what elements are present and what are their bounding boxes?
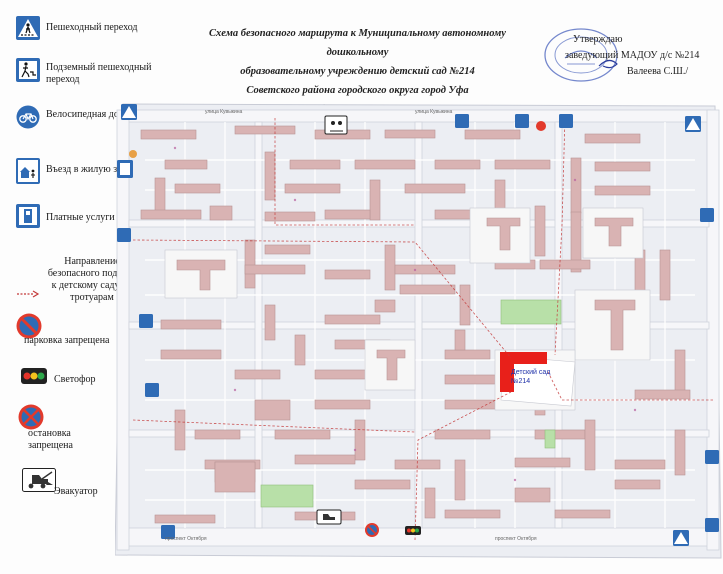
legend-label: Въезд в жилую зону [46,164,133,175]
green-areas [260,299,562,508]
legend-label: Подземный пешеходный переход [46,62,152,85]
map-canvas [115,103,722,559]
buildings [140,125,691,524]
legend-label: остановка запрещена [28,428,73,451]
legend-label: Платные услуги [46,212,115,223]
no-parking-icon [16,313,42,344]
safe-route-arrow-icon [16,286,40,304]
title-line: Схема безопасного маршрута к Муниципальн… [209,28,506,58]
underground-crossing-icon [16,58,40,87]
no-stopping-icon [18,404,44,435]
kindergarten-label-line: №214 [511,378,531,385]
pedestrian-crossing-icon [16,16,40,45]
route-map: улица Кувыкина улица Кувыкина проспект О… [115,100,723,560]
legend: Пешеходный переход Подземный пешеходный … [0,0,151,574]
tow-truck-icon [22,468,56,497]
roads [116,109,720,551]
official-stamp [543,26,623,89]
legend-label: парковка запрещена [24,335,110,346]
street-label-bottom: проспект Октября [165,536,207,542]
title-line: образовательному учреждению детский сад … [240,66,475,77]
title-line: Советского района городского округа горо… [246,85,469,96]
street-label-bottom-2: проспект Октября [495,536,537,542]
legend-label: Эвакуатор [54,486,98,497]
approval-line: Утверждаю [573,34,623,45]
residential-zone-icon [16,158,40,189]
traffic-light-icon [20,366,48,391]
legend-label: Направление безопасного подхода к детско… [47,256,137,303]
approval-line: Валеева С.Ш./ [627,66,689,77]
approval-line: заведующий МАДОУ д/с №214 [565,50,700,61]
kindergarten-label: Детский сад №214 [511,368,550,386]
map-signs [117,104,719,546]
legend-label: Велосипедная дорожка [46,109,145,120]
safe-route [132,115,713,541]
paid-services-icon [16,204,40,233]
kindergarten-building [500,352,547,392]
street-label-top-2: улица Кувыкина [415,109,453,115]
bicycle-path-icon [16,105,40,134]
kindergarten-label-line: Детский сад [511,369,551,376]
street-label-top: улица Кувыкина [205,109,243,115]
legend-label: Пешеходный переход [46,22,138,33]
approval-block: Утверждаю заведующий МАДОУ д/с №214 Вале… [565,32,723,80]
legend-label: Светофор [54,374,96,385]
